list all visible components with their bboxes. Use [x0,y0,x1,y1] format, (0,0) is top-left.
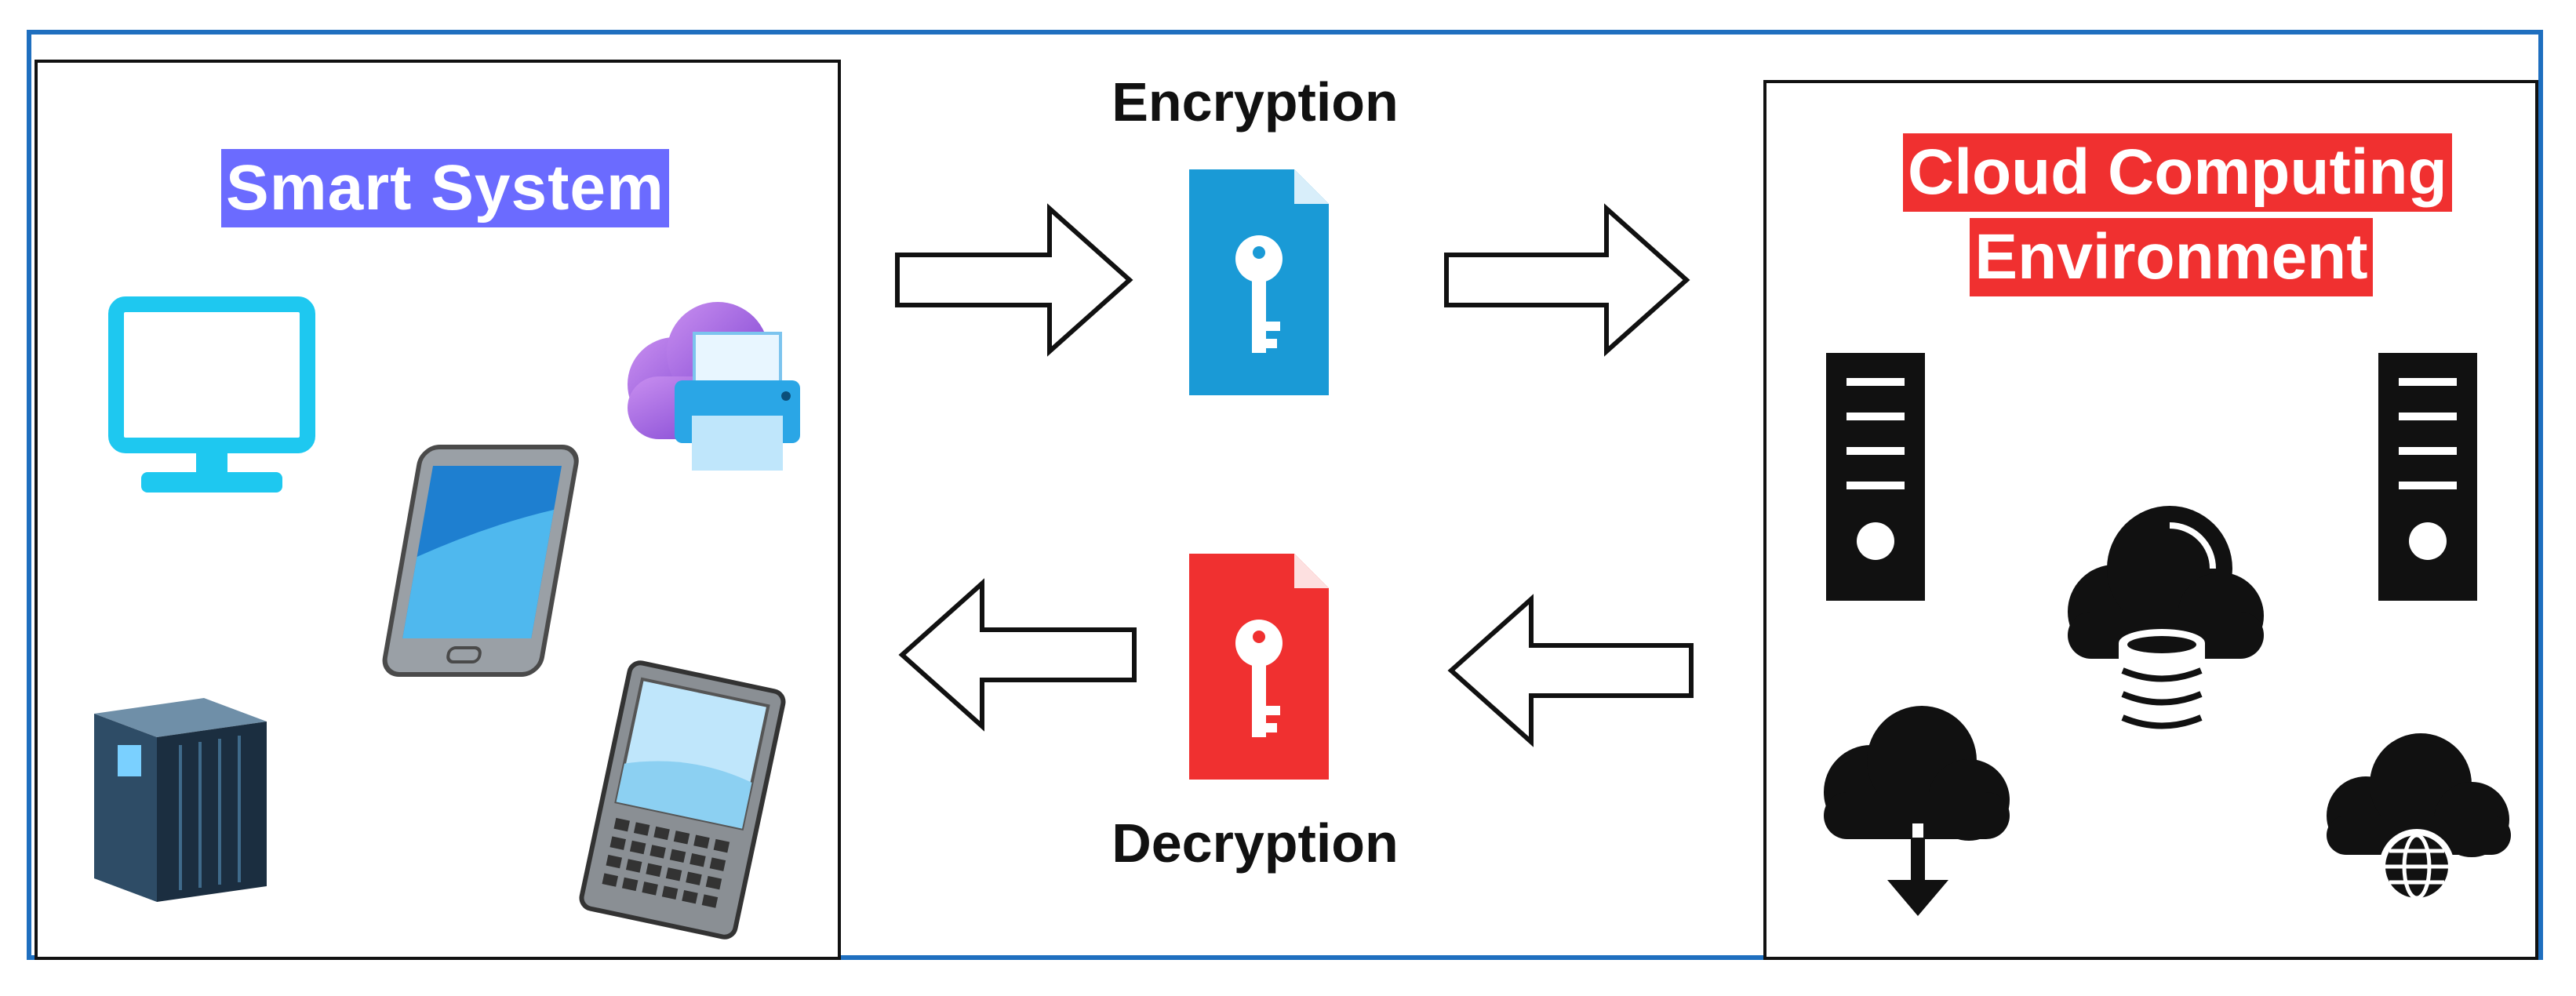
handheld-device-icon [579,660,786,940]
cloud-title-line1: Cloud Computing [1903,133,2452,212]
cloud-database-icon [2068,506,2264,743]
monitor-icon [108,296,315,493]
server-tower-icon [1826,353,1925,601]
cloud-printer-icon [628,302,800,471]
cloud-title-line2: Environment [1970,218,2373,296]
server-tower-icon [2378,353,2477,601]
cloud-download-icon [1824,706,2010,916]
decrypted-file-key-icon [1189,554,1329,780]
arrow-to-encryption [895,203,1133,357]
decryption-label: Decryption [1112,812,1399,874]
diagram-frame [27,30,2543,960]
smart-system-title: Smart System [221,149,669,227]
cloud-globe-icon [2327,733,2511,904]
arrow-to-cloud [1444,203,1690,357]
arrow-from-cloud [1447,594,1694,747]
cloud-environment-title: Cloud Computing Environment [1903,133,2452,303]
tablet-icon [382,445,579,677]
server-rack-icon [94,698,267,902]
encryption-label: Encryption [1112,71,1399,133]
encrypted-file-key-icon [1189,169,1329,395]
arrow-to-smart-system [898,578,1137,732]
